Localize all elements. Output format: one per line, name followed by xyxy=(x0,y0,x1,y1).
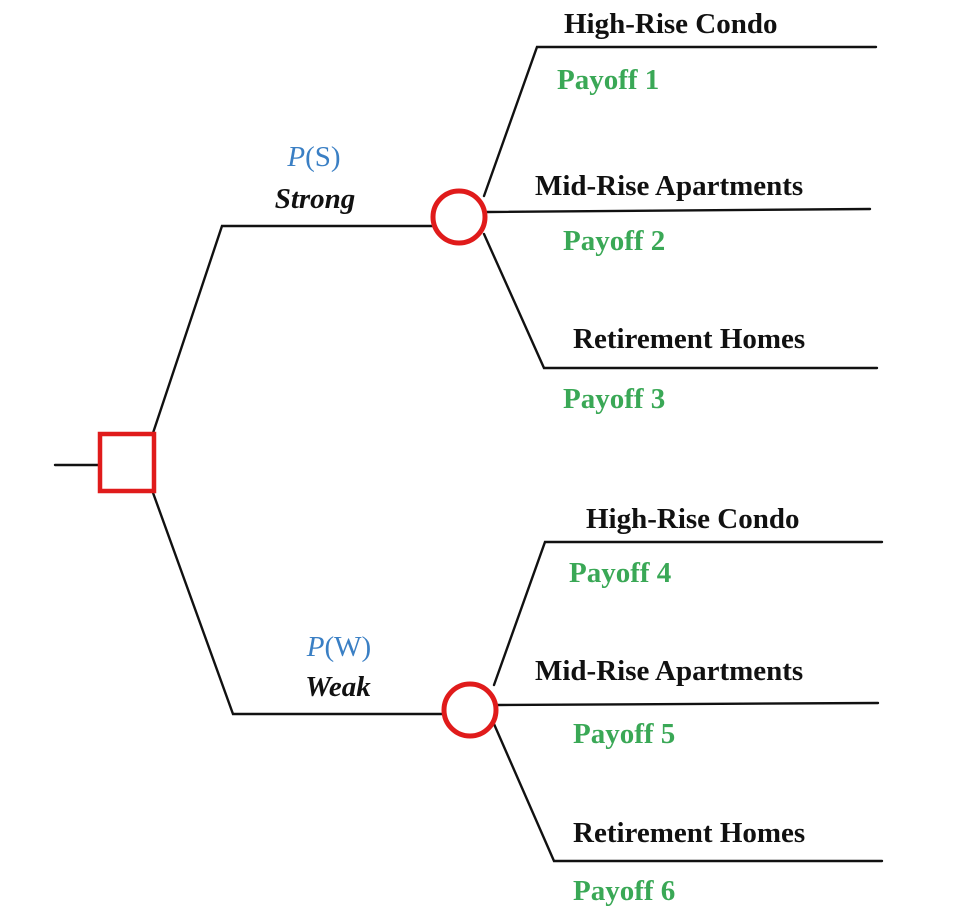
option-label-high-rise-condo: High-Rise Condo xyxy=(586,503,800,535)
option-label-retirement-homes: Retirement Homes xyxy=(573,323,805,355)
option-label-high-rise-condo: High-Rise Condo xyxy=(564,8,778,40)
branch-strong-line xyxy=(150,224,435,438)
payoff-label-6: Payoff 6 xyxy=(573,875,675,907)
outcome-line-5 xyxy=(495,701,880,707)
payoff-label-4: Payoff 4 xyxy=(569,557,671,589)
payoff-label-5: Payoff 5 xyxy=(573,718,675,750)
state-label-weak: Weak xyxy=(305,671,371,703)
outcome-line-2 xyxy=(484,207,872,214)
probability-arg: (S) xyxy=(305,141,340,173)
branch-weak-line xyxy=(150,488,445,716)
outcome-line-4 xyxy=(492,540,884,687)
outcome-line-3 xyxy=(482,232,879,370)
option-label-mid-rise-apartments: Mid-Rise Apartments xyxy=(535,170,803,202)
decision-node-square xyxy=(97,431,157,494)
option-label-retirement-homes: Retirement Homes xyxy=(573,817,805,849)
payoff-label-3: Payoff 3 xyxy=(563,383,665,415)
probability-strong: P(S) xyxy=(286,141,340,173)
chance-node-weak-circle xyxy=(441,681,499,739)
payoff-label-1: Payoff 1 xyxy=(557,64,659,96)
probability-arg: (W) xyxy=(325,631,372,663)
state-label-strong: Strong xyxy=(275,183,356,215)
probability-symbol: P xyxy=(306,631,325,663)
outcome-line-6 xyxy=(492,722,884,863)
chance-node-strong-circle xyxy=(430,188,488,246)
option-label-mid-rise-apartments: Mid-Rise Apartments xyxy=(535,655,803,687)
payoff-label-2: Payoff 2 xyxy=(563,225,665,257)
probability-weak: P(W) xyxy=(306,631,371,663)
probability-symbol: P xyxy=(286,141,305,173)
outcome-line-1 xyxy=(482,45,878,198)
